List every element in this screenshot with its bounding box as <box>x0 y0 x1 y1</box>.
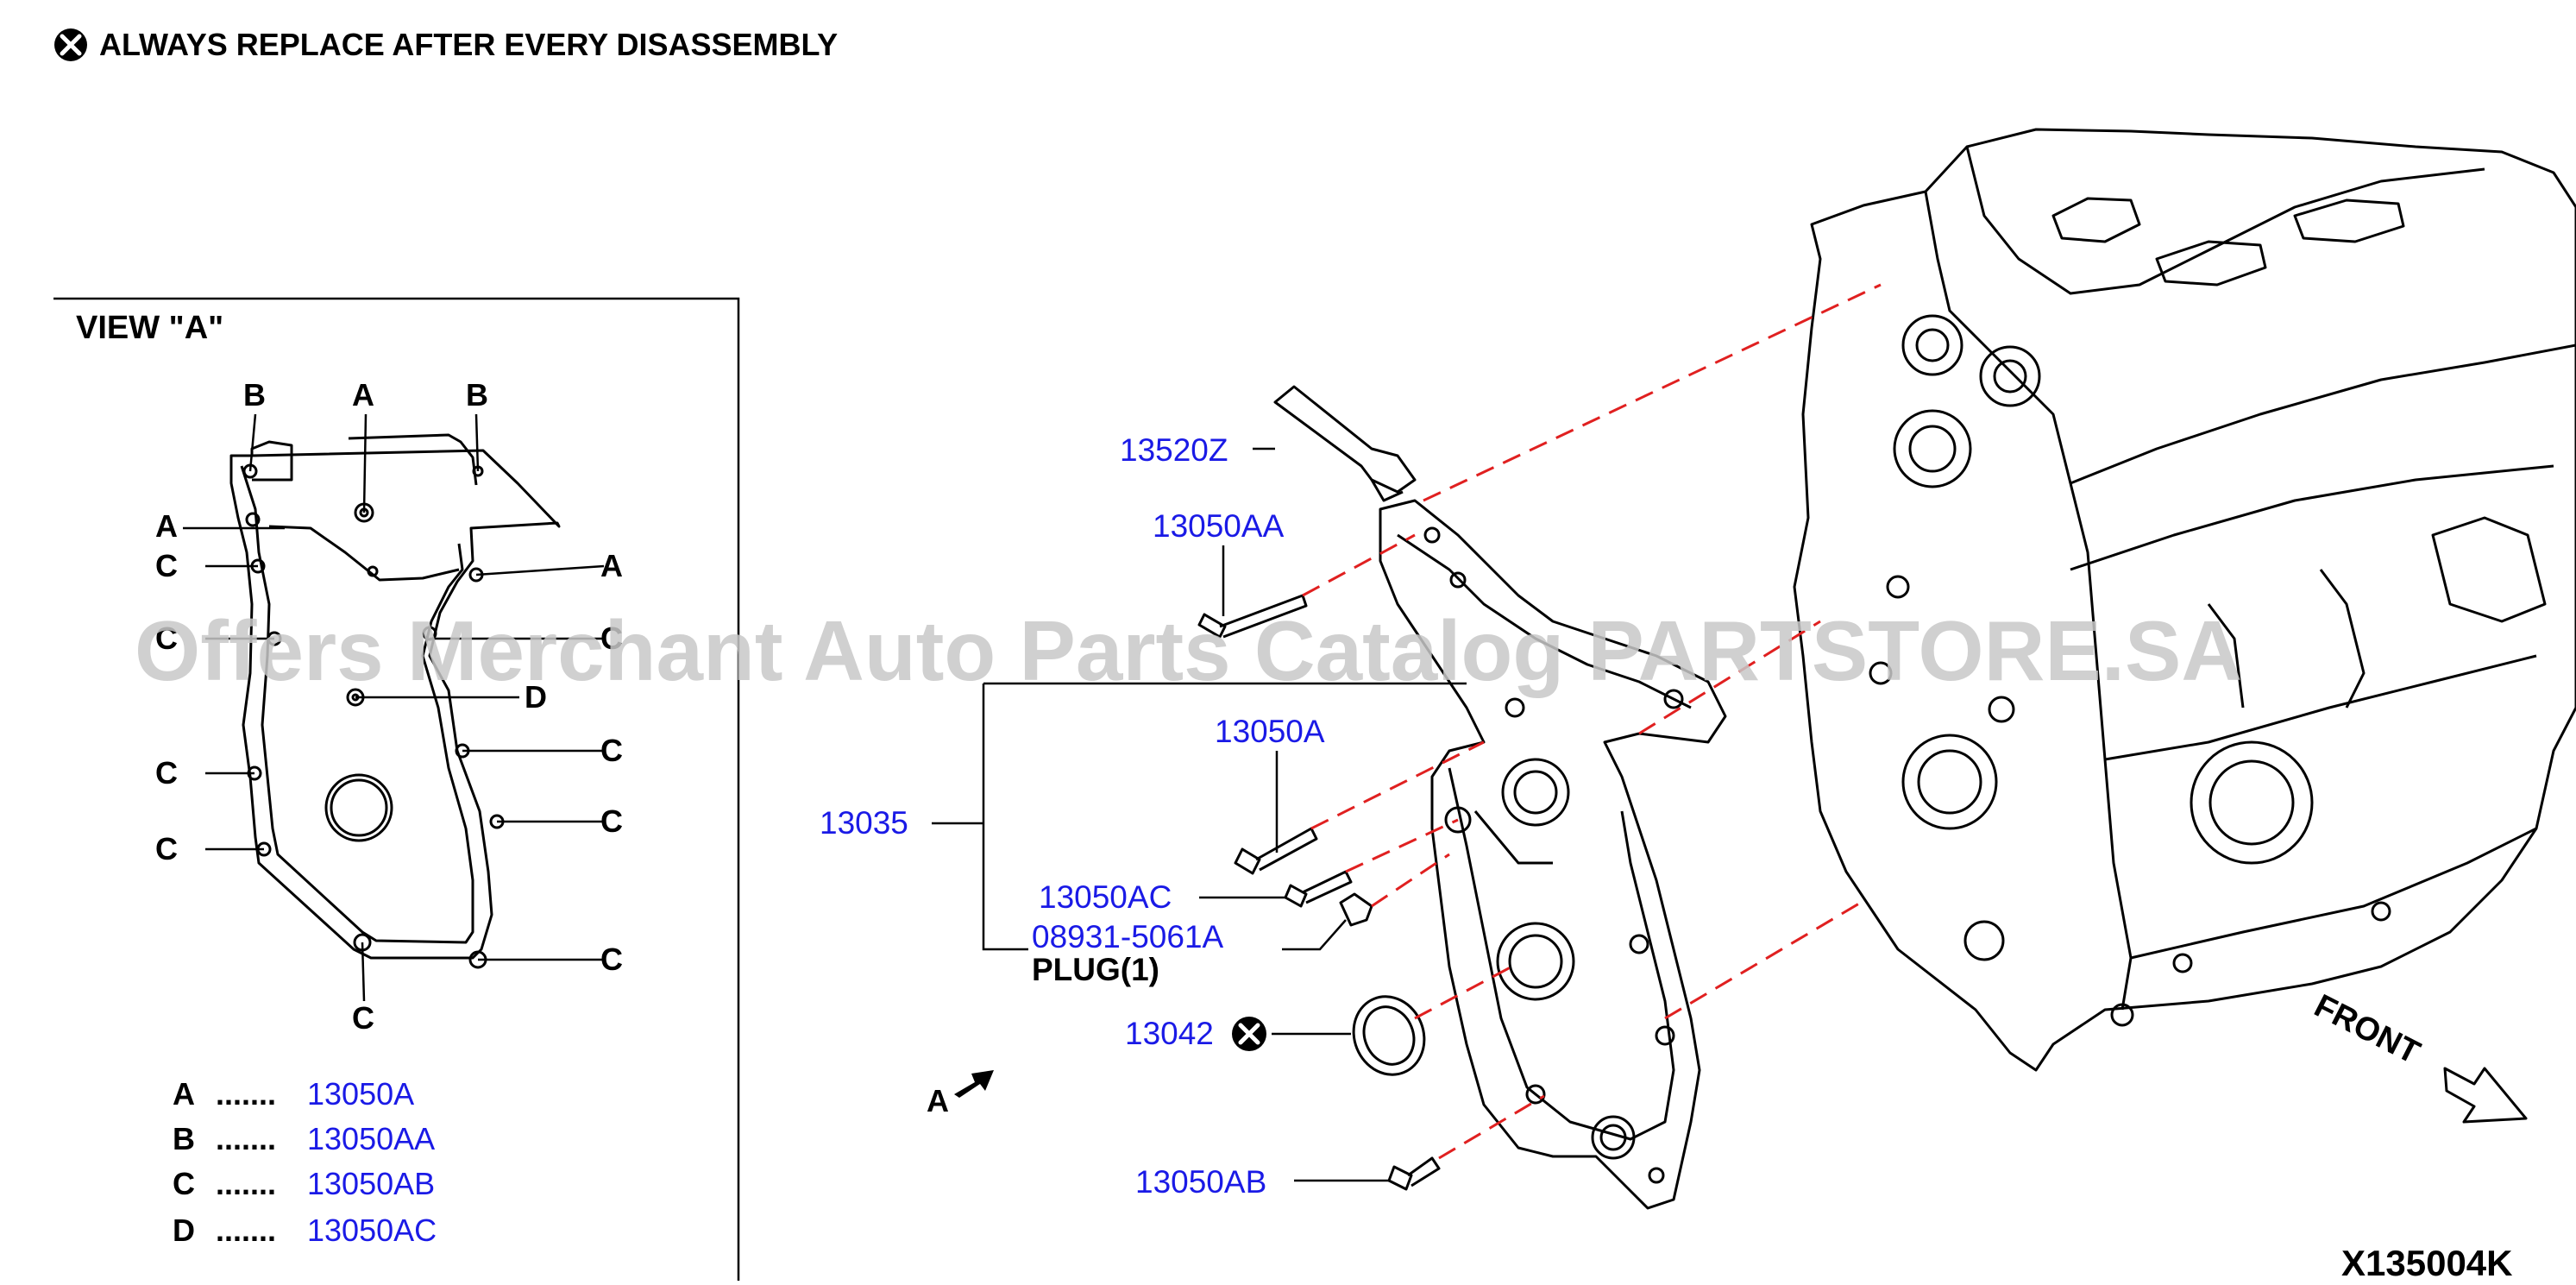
legend-dots: ....... <box>216 1166 276 1201</box>
view-a-legend: A ....... 13050A B ....... 13050AA C ...… <box>173 1076 437 1248</box>
front-label: FRONT <box>2309 988 2426 1072</box>
view-a-label-c-3: C <box>600 620 623 656</box>
view-a-arrow: A <box>927 1070 994 1118</box>
legend-dots: ....... <box>216 1121 276 1156</box>
part-label-08931-5061a[interactable]: 08931-5061A <box>1032 919 1224 954</box>
bolt-13050aa-icon <box>1197 594 1308 639</box>
view-a-panel <box>53 297 740 1281</box>
legend-letter: C <box>173 1166 195 1201</box>
callout-leaders <box>932 447 1467 1182</box>
legend-row-c[interactable]: C ....... 13050AB <box>173 1166 435 1201</box>
legend-row-a[interactable]: A ....... 13050A <box>173 1076 414 1112</box>
view-a-label-a-3: A <box>600 548 623 583</box>
replace-note: ALWAYS REPLACE AFTER EVERY DISASSEMBLY <box>54 27 838 62</box>
view-a-leaders <box>183 413 605 1002</box>
view-a-label-b-2: B <box>466 377 488 413</box>
legend-part-number[interactable]: 13050AA <box>307 1121 435 1156</box>
oil-seal-icon <box>1352 995 1426 1076</box>
legend-row-b[interactable]: B ....... 13050AA <box>173 1121 435 1156</box>
view-a-arrow-label: A <box>927 1083 949 1118</box>
view-direction-arrow-icon <box>954 1070 994 1098</box>
view-a-label-c-8: C <box>600 942 623 977</box>
view-a-label-c-7: C <box>600 803 623 839</box>
legend-letter: B <box>173 1121 195 1156</box>
view-a-label-c-2: C <box>155 620 178 656</box>
plug-label: PLUG(1) <box>1032 952 1159 987</box>
legend-letter: A <box>173 1076 195 1112</box>
diagram-code: X135004K <box>2341 1243 2513 1281</box>
legend-part-number[interactable]: 13050A <box>307 1076 414 1112</box>
view-a-label-c-1: C <box>155 548 178 583</box>
watermark-text: Offers Merchant Auto Parts Catalog PARTS… <box>135 603 2242 698</box>
view-a-label-d-1: D <box>525 679 547 715</box>
legend-dots: ....... <box>216 1076 276 1112</box>
bolt-13050a-icon <box>1234 827 1318 875</box>
front-arrow-icon <box>2443 1067 2528 1124</box>
alignment-dashes <box>1302 283 1882 1160</box>
legend-part-number[interactable]: 13050AB <box>307 1166 435 1201</box>
front-cover-illustration <box>1379 499 1727 1210</box>
legend-letter: D <box>173 1213 195 1248</box>
view-a-label-c-4: C <box>155 755 178 791</box>
part-label-13050aa[interactable]: 13050AA <box>1153 508 1285 544</box>
replace-note-text: ALWAYS REPLACE AFTER EVERY DISASSEMBLY <box>99 27 838 62</box>
view-a-letters: B A B A C A C C D C C C C C C <box>155 377 623 1036</box>
engine-block-illustration <box>1793 128 2576 1072</box>
view-a-label-c-9: C <box>352 1000 374 1036</box>
part-label-13042[interactable]: 13042 <box>1125 1016 1214 1051</box>
part-label-13050a[interactable]: 13050A <box>1215 714 1325 749</box>
bolt-13050ac-icon <box>1284 870 1353 908</box>
view-a-label-c-5: C <box>600 733 623 768</box>
legend-dots: ....... <box>216 1213 276 1248</box>
small-parts <box>1197 385 1441 1191</box>
view-a-label-b-1: B <box>243 377 266 413</box>
part-label-13050ac[interactable]: 13050AC <box>1039 879 1172 915</box>
replace-marker <box>1232 1017 1266 1051</box>
plug-icon <box>1339 892 1373 927</box>
legend-row-d[interactable]: D ....... 13050AC <box>173 1213 437 1248</box>
part-label-13035[interactable]: 13035 <box>820 805 908 841</box>
part-callouts: 13520Z 13050AA 13050A 13035 13050AC 0893… <box>820 432 1325 1200</box>
legend-part-number[interactable]: 13050AC <box>307 1213 437 1248</box>
view-a-title: VIEW "A" <box>76 310 223 346</box>
part-label-13520z[interactable]: 13520Z <box>1120 432 1228 468</box>
sealant-tube-icon <box>1273 385 1417 494</box>
view-a-label-a-2: A <box>155 508 178 544</box>
bolt-13050ab-icon <box>1387 1156 1441 1191</box>
front-indicator: FRONT <box>2309 988 2528 1124</box>
view-a-label-a-1: A <box>352 377 374 413</box>
part-label-13050ab[interactable]: 13050AB <box>1135 1164 1266 1200</box>
view-a-cover-outline <box>229 433 561 969</box>
view-a-label-c-6: C <box>155 831 178 866</box>
